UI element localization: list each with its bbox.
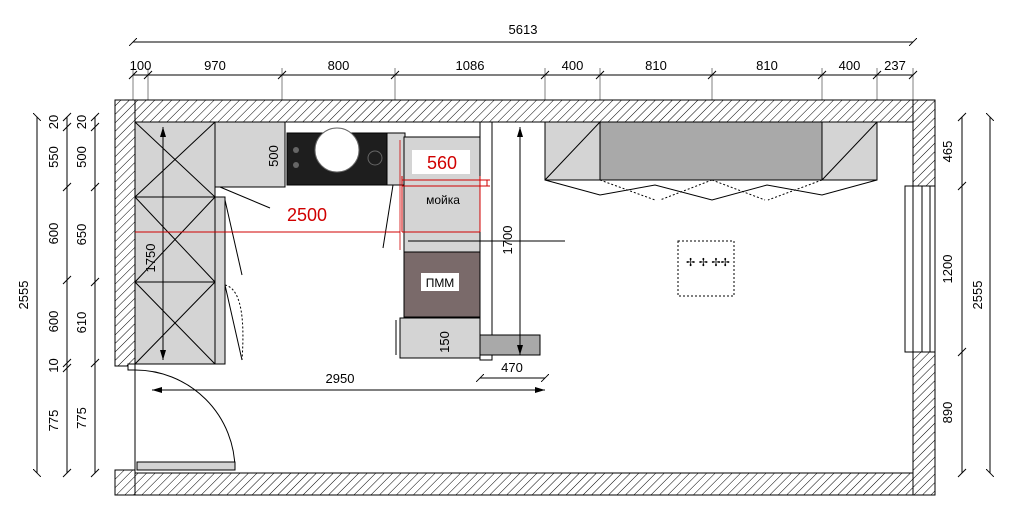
wall-top: [114, 99, 936, 123]
dishwasher-label: ПММ: [426, 276, 455, 290]
dim-left-segment: 775: [46, 410, 61, 432]
dim-right-segment: 1200: [940, 255, 955, 284]
dim-500-hob: 500: [266, 145, 281, 167]
right-dimension-chain: 2555 465 1200 890: [940, 112, 990, 478]
wall-left-upper: [114, 99, 136, 367]
dim-tick: [62, 112, 72, 122]
dim-top-segment: 810: [645, 58, 667, 73]
dim-top-segment: 400: [562, 58, 584, 73]
walls: [114, 99, 936, 496]
dim-1750: 1750: [143, 244, 158, 273]
dim-right-segment: 465: [940, 141, 955, 163]
top-dimension-chain: 5613 100 970 800 1086 400 810 810 400 237: [128, 22, 918, 100]
dim-top-segment: 100: [130, 58, 152, 73]
dim-left-segment: 650: [74, 224, 89, 246]
dim-left-segment: 600: [46, 311, 61, 333]
dim-560: 560: [427, 153, 457, 173]
red-dimensions: 2500 560: [135, 140, 490, 250]
dim-left-segment: 600: [46, 223, 61, 245]
dim-150: 150: [437, 331, 452, 353]
dim-top-segment: 970: [204, 58, 226, 73]
dim-tick: [90, 182, 100, 192]
upper-cabinet-2: [599, 121, 823, 181]
dim-tick: [62, 182, 72, 192]
dim-top-segment: 810: [756, 58, 778, 73]
dim-tick: [90, 358, 100, 368]
wall-right-lower: [912, 351, 936, 496]
corner-cabinet: [214, 121, 286, 188]
dim-tick: [957, 468, 967, 478]
dim-left-segment: 20: [74, 115, 89, 129]
dim-overall-height-right: 2555: [970, 281, 985, 310]
inner-horizontal-dims: 2950 470: [152, 360, 545, 393]
dim-top-segment: 237: [884, 58, 906, 73]
sink-column: мойка ПММ 1700 150: [382, 121, 565, 361]
dim-top-segment: 400: [839, 58, 861, 73]
dim-overall-height-left: 2555: [16, 281, 31, 310]
left-cabinet-run: 1750: [134, 121, 244, 365]
dim-tick: [90, 112, 100, 122]
dim-top-segment: 1086: [456, 58, 485, 73]
dim-left-segment: 500: [74, 146, 89, 168]
dim-tick: [957, 181, 967, 191]
wall-left-lower: [114, 469, 136, 496]
dim-top-segment: 800: [328, 58, 350, 73]
dim-tick: [957, 112, 967, 122]
dim-2950: 2950: [326, 371, 355, 386]
dim-1700: 1700: [500, 226, 515, 255]
dim-tick: [957, 347, 967, 357]
top-left-run: 500: [214, 121, 406, 209]
left-dimension-chains: 2555 20 550 600 600 10 775 20 500 650 610 775: [16, 112, 100, 478]
top-right-run: [544, 121, 878, 201]
dim-overall-width: 5613: [509, 22, 538, 37]
svg-text:✢ ✢ ✢✢: ✢ ✢ ✢✢: [686, 256, 730, 269]
dim-tick: [62, 358, 72, 368]
dim-2500: 2500: [287, 205, 327, 225]
wall-bottom: [114, 472, 936, 496]
dim-470: 470: [501, 360, 523, 375]
dim-tick: [62, 363, 72, 373]
dim-left-segment: 20: [46, 115, 61, 129]
entrance-door: [127, 363, 236, 471]
window-right: [904, 185, 936, 353]
dim-tick: [90, 468, 100, 478]
dim-tick: [62, 275, 72, 285]
dim-tick: [90, 277, 100, 287]
dim-tick: [62, 122, 72, 132]
dim-left-segment: 10: [46, 358, 61, 372]
sink-label: мойка: [426, 193, 460, 207]
dim-left-segment: 610: [74, 312, 89, 334]
wall-right-upper: [912, 99, 936, 187]
dim-left-segment: 775: [74, 407, 89, 429]
dim-tick: [90, 122, 100, 132]
ceiling-light: ✢ ✢ ✢✢: [677, 240, 735, 297]
dim-tick: [62, 468, 72, 478]
tall-cabinet-left: [134, 121, 216, 365]
dim-right-segment: 890: [940, 402, 955, 424]
cooktop-burner-large: [314, 127, 360, 173]
dim-left-segment: 550: [46, 146, 61, 168]
